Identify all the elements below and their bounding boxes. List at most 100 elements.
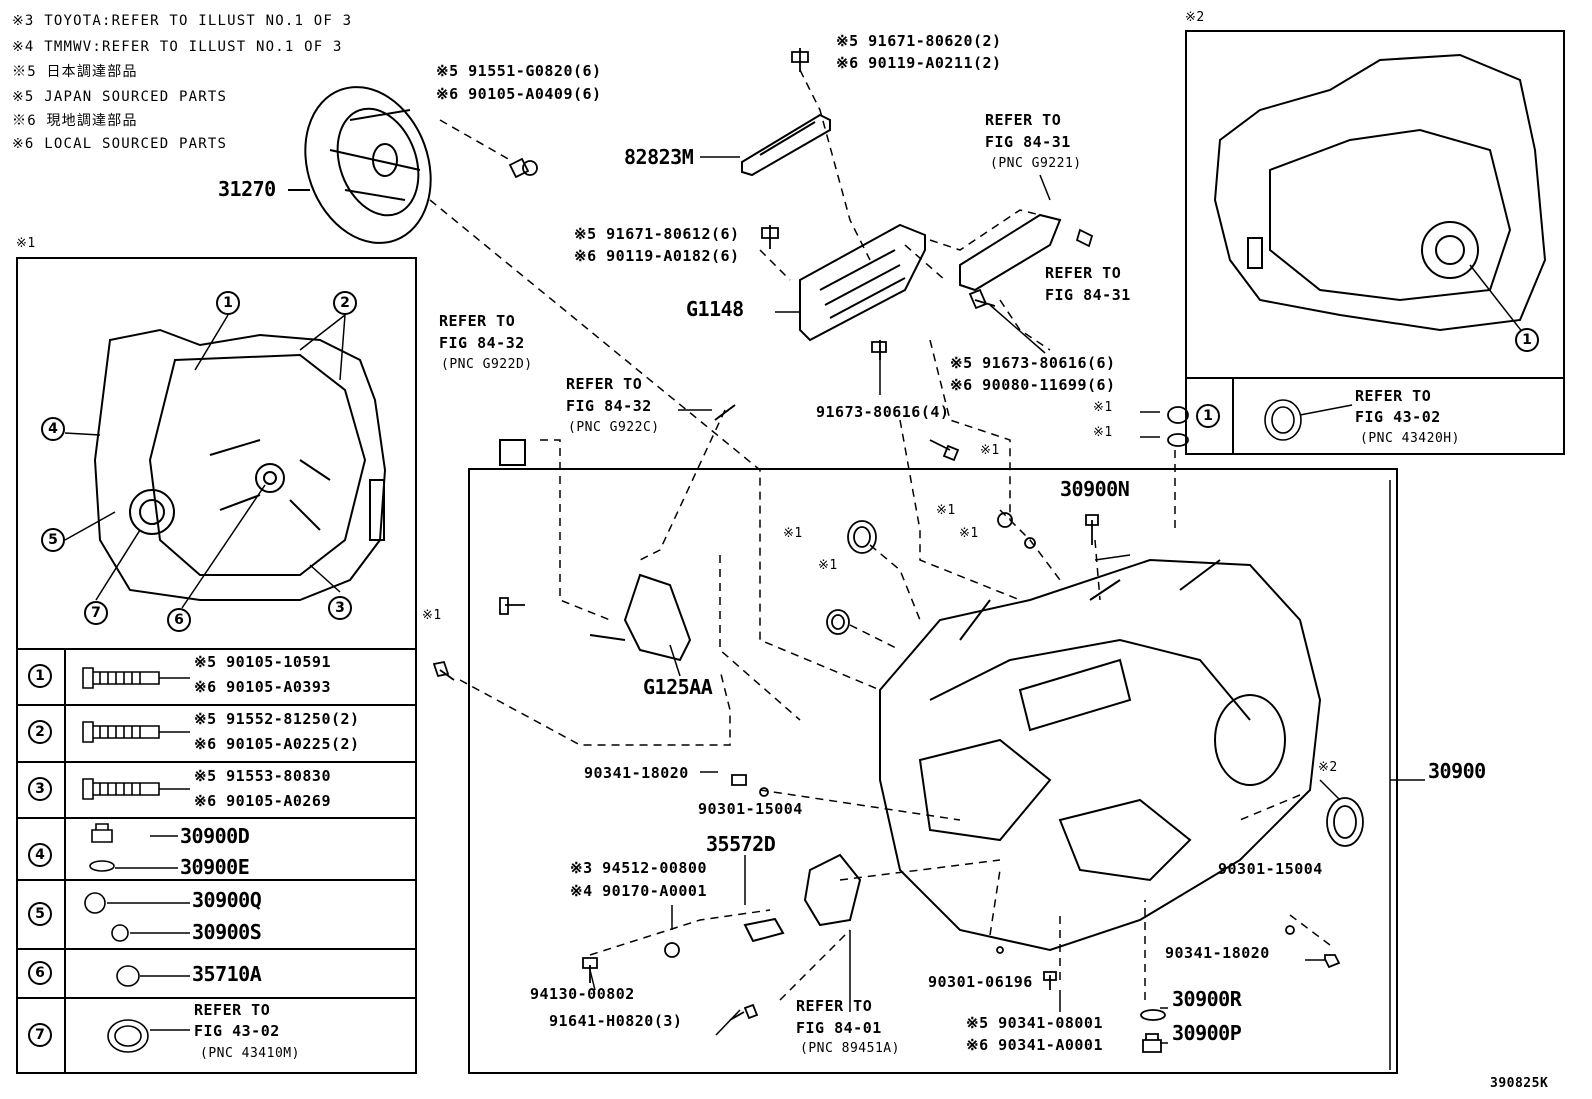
- bolts: [432, 48, 1341, 1021]
- mark-x1-bolt: ※1: [980, 443, 1000, 458]
- transaxle-drawing: [879, 558, 1322, 952]
- callout-7: 7: [84, 601, 108, 625]
- table-row-5-line-1: 30900Q: [192, 888, 262, 912]
- cover-drawing: [959, 213, 1062, 292]
- callout-5: 5: [41, 528, 65, 552]
- part-91551-1: ※5 91551-G0820(6): [436, 62, 602, 80]
- callout-1: 1: [216, 291, 240, 315]
- table-row-3-line-2: ※6 90105-A0269: [194, 792, 331, 810]
- seals: [664, 406, 1364, 1053]
- part-30900: 30900: [1428, 759, 1486, 783]
- part-82823m: 82823M: [624, 145, 694, 169]
- table-row-4-line-1: 30900D: [180, 824, 250, 848]
- ref-8431b-1: REFER TO: [1045, 264, 1122, 282]
- table-row-7-line-2: FIG 43-02: [194, 1022, 280, 1040]
- part-30900r: 30900R: [1172, 987, 1242, 1011]
- sensor-drawing: [743, 853, 862, 943]
- note-3: ※5 日本調達部品: [12, 64, 138, 80]
- mark-x1-b: ※1: [1093, 425, 1113, 440]
- callout-2: 2: [333, 291, 357, 315]
- part-90301a: 90301-15004: [698, 800, 803, 818]
- part-91673b: 91673-80616(4): [816, 403, 950, 421]
- box2-callout-1: 1: [1515, 328, 1539, 352]
- ref-g922c-1: REFER TO: [566, 375, 643, 393]
- table-row-3-line-1: ※5 91553-80830: [194, 767, 331, 785]
- ref-89451-1: REFER TO: [796, 997, 873, 1015]
- note-4: ※5 JAPAN SOURCED PARTS: [12, 89, 228, 105]
- ref-g922d-1: REFER TO: [439, 312, 516, 330]
- table-row-7-num: 7: [28, 1023, 52, 1047]
- part-90301c: 90301-06196: [928, 973, 1033, 991]
- part-94512-2: ※4 90170-A0001: [570, 882, 707, 900]
- table-row-1-line-1: ※5 90105-10591: [194, 653, 331, 671]
- table-row-5-num: 5: [28, 902, 52, 926]
- table-row-7-line-3: (PNC 43410M): [200, 1046, 300, 1061]
- ref-g922d-3: (PNC G922D): [441, 357, 533, 372]
- part-91671b-2: ※6 90119-A0182(6): [574, 247, 740, 265]
- mark-x1-d: ※1: [959, 526, 979, 541]
- detail-box-2-title: ※2: [1185, 10, 1205, 25]
- ref-89451-3: (PNC 89451A): [800, 1041, 900, 1056]
- part-94512-1: ※3 94512-00800: [570, 859, 707, 877]
- part-91641: 91641-H0820(3): [549, 1012, 683, 1030]
- ref-g9221-1: REFER TO: [985, 111, 1062, 129]
- case-drawing-1: [93, 328, 387, 601]
- illustration-id: 390825K: [1490, 1076, 1549, 1091]
- clutch-cover-drawing: [304, 86, 432, 244]
- part-91551-2: ※6 90105-A0409(6): [436, 85, 602, 103]
- part-30900p: 30900P: [1172, 1021, 1242, 1045]
- table-row-4-line-2: 30900E: [180, 855, 250, 879]
- box2-row-line-2: FIG 43-02: [1355, 408, 1441, 426]
- part-91673-2: ※6 90080-11699(6): [950, 376, 1116, 394]
- part-30900n: 30900N: [1060, 477, 1130, 501]
- ref-g9221-2: FIG 84-31: [985, 133, 1071, 151]
- ref-g922d-2: FIG 84-32: [439, 334, 525, 352]
- part-31270: 31270: [218, 177, 276, 201]
- note-5: ※6 現地調達部品: [12, 113, 138, 129]
- box2-row-line-1: REFER TO: [1355, 387, 1432, 405]
- mark-x1-g: ※1: [422, 608, 442, 623]
- mark-x1-a: ※1: [1093, 400, 1113, 415]
- part-94130: 94130-00802: [530, 985, 635, 1003]
- ref-g922c-3: (PNC G922C): [568, 420, 660, 435]
- mark-x1-c: ※1: [936, 503, 956, 518]
- part-90341b: 90341-18020: [1165, 944, 1270, 962]
- ref-8431b-2: FIG 84-31: [1045, 286, 1131, 304]
- part-g1148: G1148: [686, 297, 744, 321]
- part-91673-1: ※5 91673-80616(6): [950, 354, 1116, 372]
- ref-89451-2: FIG 84-01: [796, 1019, 882, 1037]
- main-assembly-box: [468, 468, 1398, 1074]
- part-90301b: 90301-15004: [1218, 860, 1323, 878]
- part-90341c-1: ※5 90341-08001: [966, 1014, 1103, 1032]
- ref-g922c-2: FIG 84-32: [566, 397, 652, 415]
- case-drawing-2: [1213, 53, 1547, 339]
- note-1: ※3 TOYOTA:REFER TO ILLUST NO.1 OF 3: [12, 13, 353, 29]
- valve-body-drawing: [799, 223, 926, 342]
- callout-3: 3: [328, 596, 352, 620]
- rail-drawing: [741, 113, 831, 177]
- mark-x1-e: ※1: [783, 526, 803, 541]
- table-row-2-line-2: ※6 90105-A0225(2): [194, 735, 360, 753]
- table-row-3-num: 3: [28, 777, 52, 801]
- table-row-6-line-1: 35710A: [192, 962, 262, 986]
- detail-box-2: [1185, 30, 1565, 455]
- mark-x2-seal: ※2: [1318, 760, 1338, 775]
- table-row-5-line-2: 30900S: [192, 920, 262, 944]
- part-90341c-2: ※6 90341-A0001: [966, 1036, 1103, 1054]
- ref-g9221-3: (PNC G9221): [990, 156, 1082, 171]
- table-row-2-num: 2: [28, 720, 52, 744]
- part-91671-1: ※5 91671-80620(2): [836, 32, 1002, 50]
- part-91671b-1: ※5 91671-80612(6): [574, 225, 740, 243]
- table-icons: [82, 399, 1353, 1053]
- note-6: ※6 LOCAL SOURCED PARTS: [12, 136, 228, 152]
- table-row-6-num: 6: [28, 961, 52, 985]
- table-row-7-line-1: REFER TO: [194, 1001, 271, 1019]
- mark-x1-f: ※1: [818, 558, 838, 573]
- part-91671-2: ※6 90119-A0211(2): [836, 54, 1002, 72]
- table-row-4-num: 4: [28, 843, 52, 867]
- note-2: ※4 TMMWV:REFER TO ILLUST NO.1 OF 3: [12, 39, 343, 55]
- box2-row-line-3: (PNC 43420H): [1360, 431, 1460, 446]
- table-row-1-num: 1: [28, 664, 52, 688]
